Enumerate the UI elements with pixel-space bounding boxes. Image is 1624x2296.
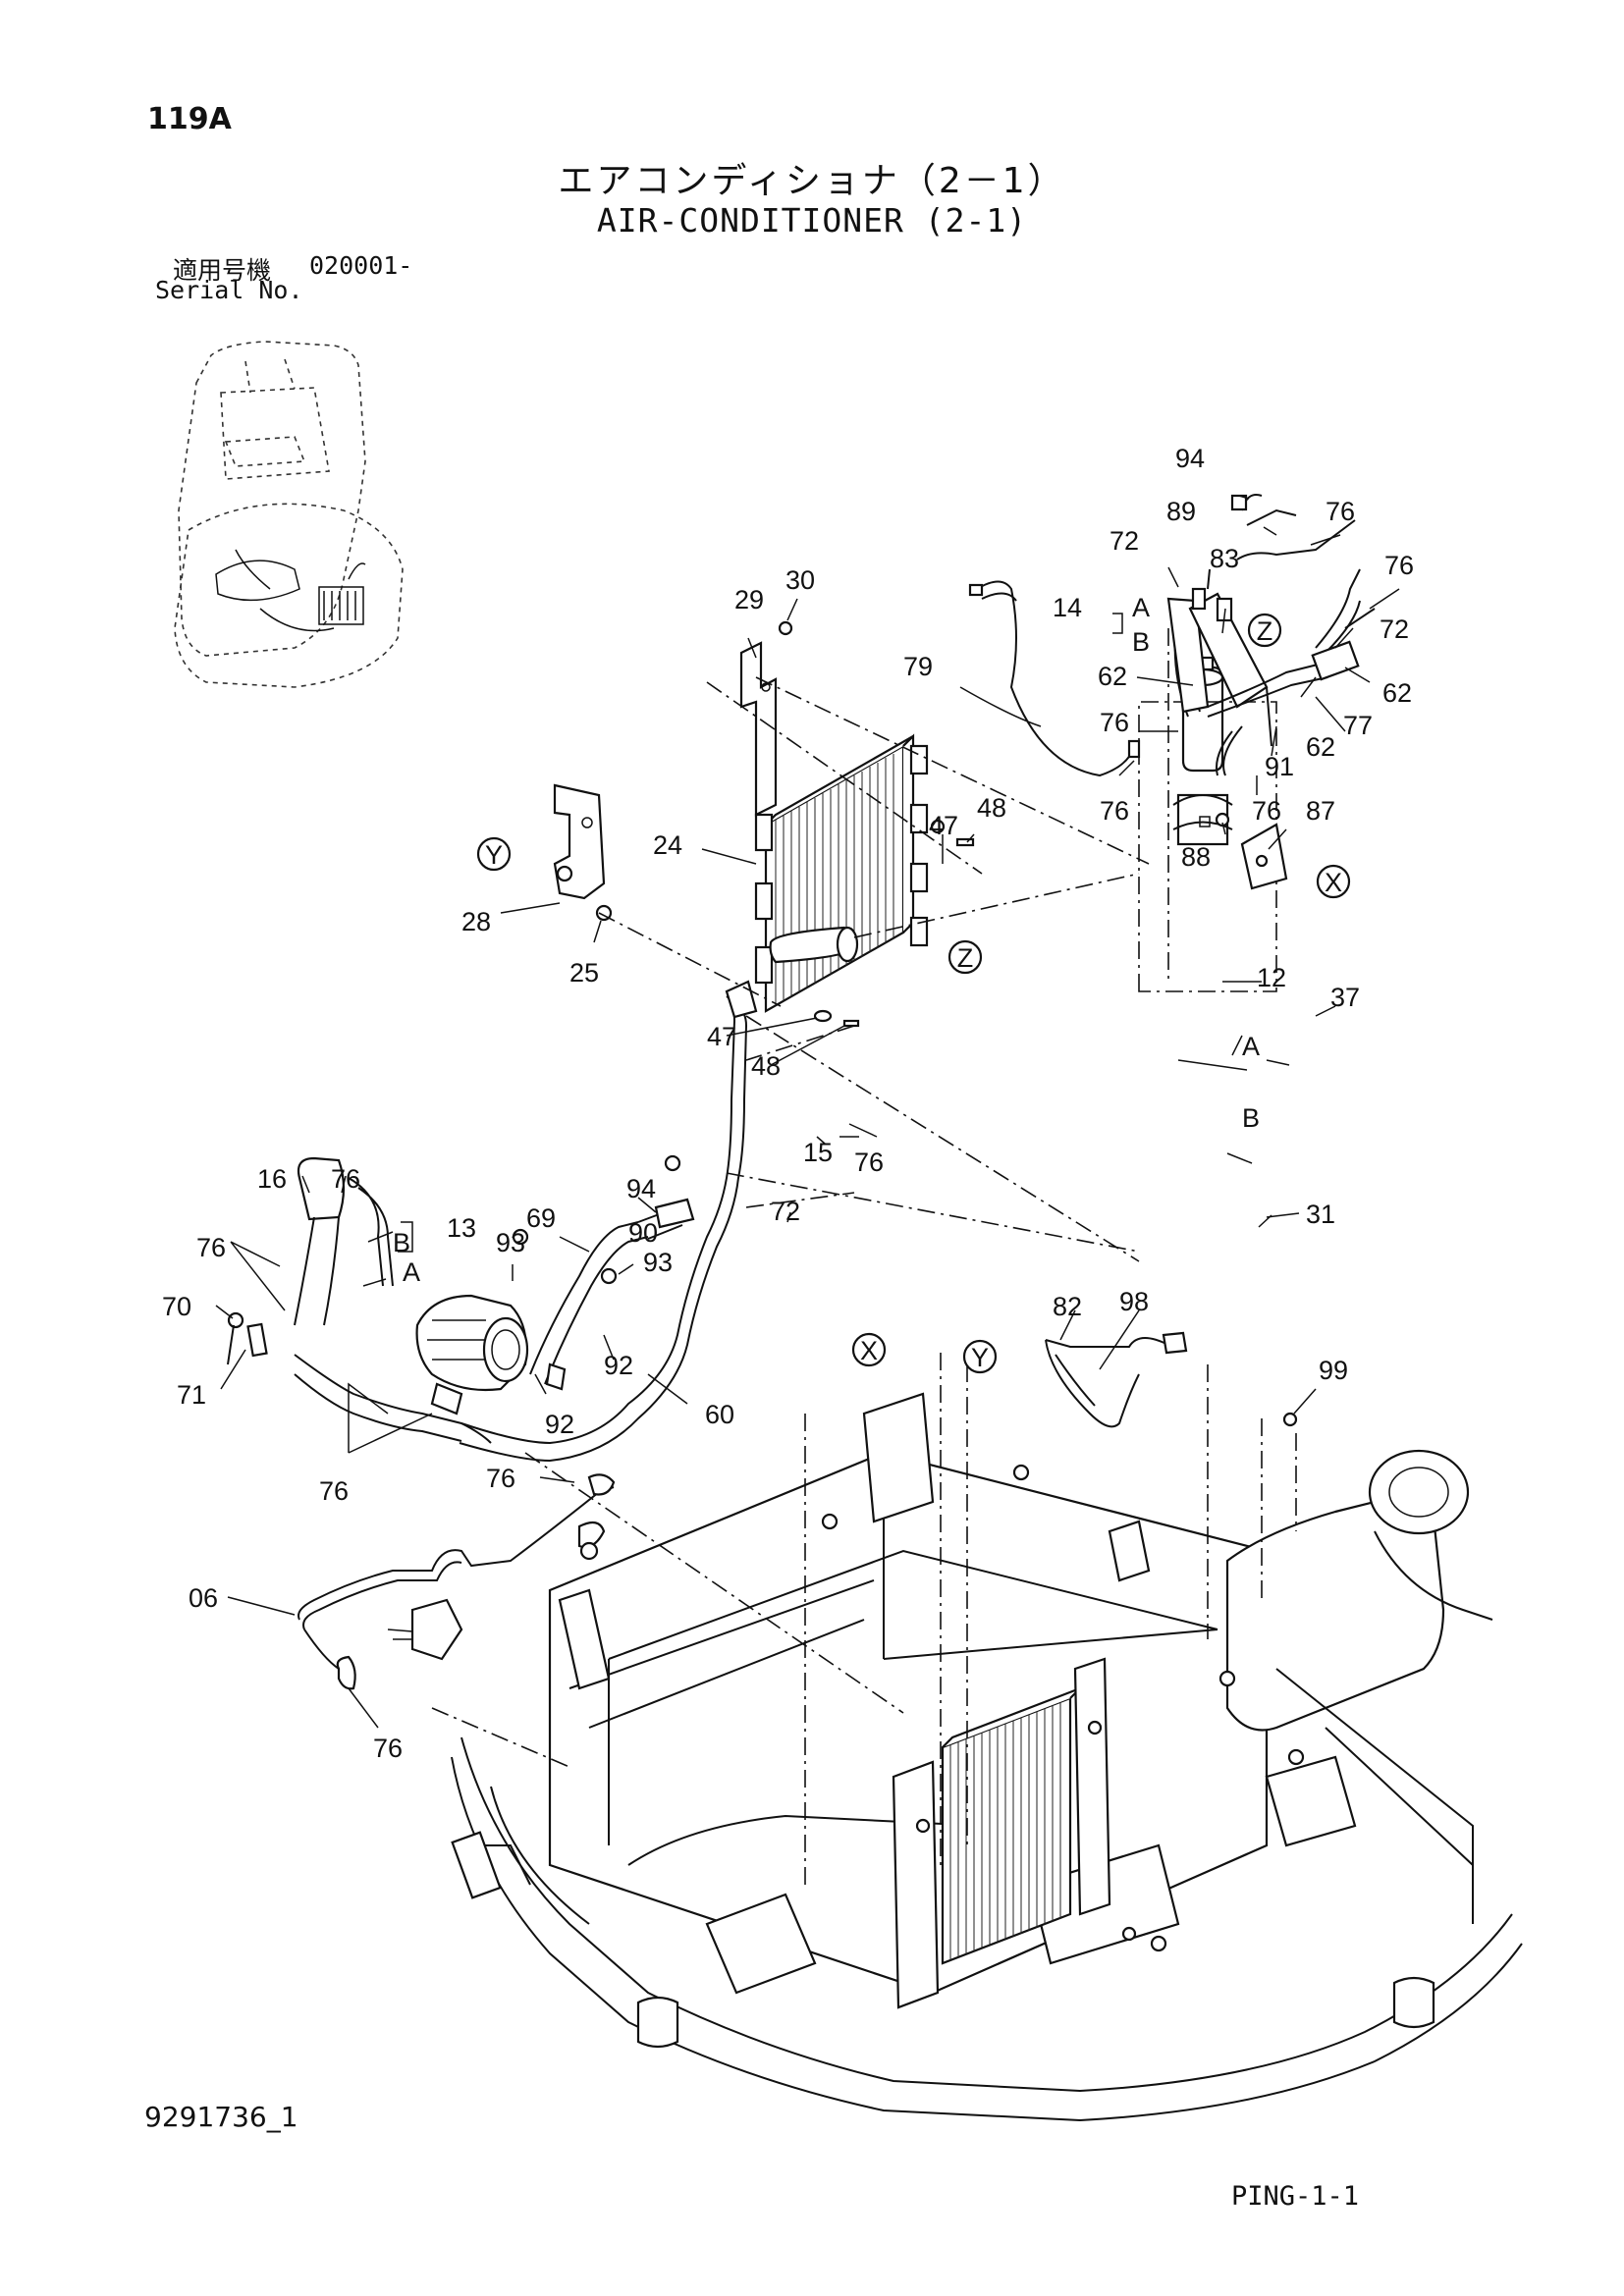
part-callouts: 94 89 76 76 72 83 14 A B 72 62 62 77 62 … — [162, 444, 1414, 1763]
callout-29: 29 — [734, 585, 764, 614]
view-marker-y-left-label: Y — [485, 840, 503, 870]
callout-sub-b: B — [393, 1228, 410, 1257]
view-marker-x-lower — [851, 1332, 887, 1367]
callout-83: 83 — [1210, 544, 1239, 573]
callout-72: 72 — [1380, 614, 1409, 644]
callout-25: 25 — [569, 958, 599, 988]
view-marker-y-lower-label: Y — [971, 1343, 989, 1372]
page-title-japanese: エアコンディショナ（2－1） — [558, 161, 1066, 201]
callout-87: 87 — [1306, 796, 1335, 826]
callout-93: 93 — [643, 1248, 673, 1277]
callout-93: 93 — [496, 1228, 525, 1257]
oil-cooler-core — [892, 1657, 1137, 2009]
callout-sub-a: A — [1132, 593, 1150, 622]
sheet-code: PING-1-1 — [1231, 2181, 1360, 2212]
callout-91: 91 — [1265, 752, 1294, 781]
callout-76: 76 — [1326, 497, 1355, 526]
callout-62: 62 — [1382, 678, 1412, 708]
callout-76: 76 — [196, 1233, 226, 1262]
page-title-english: AIR-CONDITIONER (2-1) — [596, 201, 1028, 240]
serial-label-english: Serial No. — [155, 276, 303, 304]
view-markers: Y Z Z X X Y — [476, 613, 1351, 1374]
callout-13: 13 — [447, 1213, 476, 1243]
leader-lines — [215, 495, 1400, 1729]
callout-62: 62 — [1098, 662, 1127, 691]
callout-72: 72 — [771, 1197, 800, 1226]
callout-76: 76 — [1100, 796, 1129, 826]
cab-hose-assembly — [1166, 494, 1376, 890]
callout-94: 94 — [1175, 444, 1205, 473]
page-code: 119A — [147, 102, 232, 136]
callout-76: 76 — [854, 1148, 884, 1177]
callout-30: 30 — [785, 565, 815, 595]
callout-28: 28 — [461, 907, 491, 936]
condenser-24 — [754, 733, 975, 1028]
serial-label-japanese: 適用号機 — [173, 256, 272, 285]
view-marker-z-upper — [1247, 613, 1282, 648]
compressor-and-hoses — [227, 926, 859, 1463]
harness-06 — [298, 1473, 616, 1690]
callout-94: 94 — [626, 1174, 656, 1203]
callout-76: 76 — [1252, 796, 1281, 826]
callout-98: 98 — [1119, 1287, 1149, 1316]
callout-76: 76 — [319, 1476, 349, 1506]
callout-70: 70 — [162, 1292, 191, 1321]
callout-47: 47 — [929, 811, 958, 840]
callout-92: 92 — [545, 1410, 574, 1439]
callout-62: 62 — [1306, 732, 1335, 762]
callout-72: 72 — [1110, 526, 1139, 556]
callout-37: 37 — [1330, 983, 1360, 1012]
callout-sub-b: B — [1132, 627, 1150, 657]
callout-47: 47 — [707, 1022, 736, 1051]
machine-locator-thumbnail — [174, 341, 404, 688]
callout-60: 60 — [705, 1400, 734, 1429]
callout-99: 99 — [1319, 1356, 1348, 1385]
view-marker-z-condenser-label: Z — [957, 943, 974, 973]
callout-sub-a: A — [1242, 1032, 1260, 1061]
callout-31: 31 — [1306, 1200, 1335, 1229]
phantom-assembly-lines — [431, 628, 1297, 1885]
callout-82: 82 — [1053, 1292, 1082, 1321]
serial-number-range: 020001- — [309, 251, 413, 280]
callout-sub-b: B — [1242, 1103, 1260, 1133]
callout-06: 06 — [189, 1583, 218, 1613]
callout-48: 48 — [751, 1051, 781, 1081]
view-marker-x-lower-label: X — [860, 1336, 878, 1365]
callout-76: 76 — [486, 1464, 515, 1493]
callout-92: 92 — [604, 1351, 633, 1380]
callout-89: 89 — [1166, 497, 1196, 526]
callout-48: 48 — [977, 793, 1006, 823]
callout-14: 14 — [1053, 593, 1082, 622]
view-marker-y-lower — [962, 1339, 998, 1374]
cab-pipe-79 — [968, 580, 1141, 777]
view-marker-y-left — [476, 836, 512, 872]
callout-76: 76 — [1100, 708, 1129, 737]
callout-76: 76 — [373, 1734, 403, 1763]
callout-12: 12 — [1257, 963, 1286, 992]
callout-15: 15 — [803, 1138, 833, 1167]
callout-71: 71 — [177, 1380, 206, 1410]
callout-16: 16 — [257, 1164, 287, 1194]
view-marker-x-upper — [1316, 864, 1351, 899]
callout-sub-a: A — [403, 1257, 420, 1287]
condenser-brackets — [553, 620, 793, 922]
callout-90: 90 — [628, 1218, 658, 1248]
callout-76: 76 — [331, 1164, 360, 1194]
callout-88: 88 — [1181, 842, 1211, 872]
callout-79: 79 — [903, 652, 933, 681]
callout-69: 69 — [526, 1203, 556, 1233]
harness-98 — [1045, 1331, 1298, 1428]
callout-77: 77 — [1343, 711, 1373, 740]
view-marker-x-upper-label: X — [1325, 868, 1342, 897]
view-marker-z-upper-label: Z — [1257, 616, 1273, 646]
callout-76: 76 — [1384, 551, 1414, 580]
drawing-number: 9291736_1 — [144, 2101, 298, 2133]
view-marker-z-condenser — [947, 939, 983, 975]
callout-24: 24 — [653, 830, 682, 860]
